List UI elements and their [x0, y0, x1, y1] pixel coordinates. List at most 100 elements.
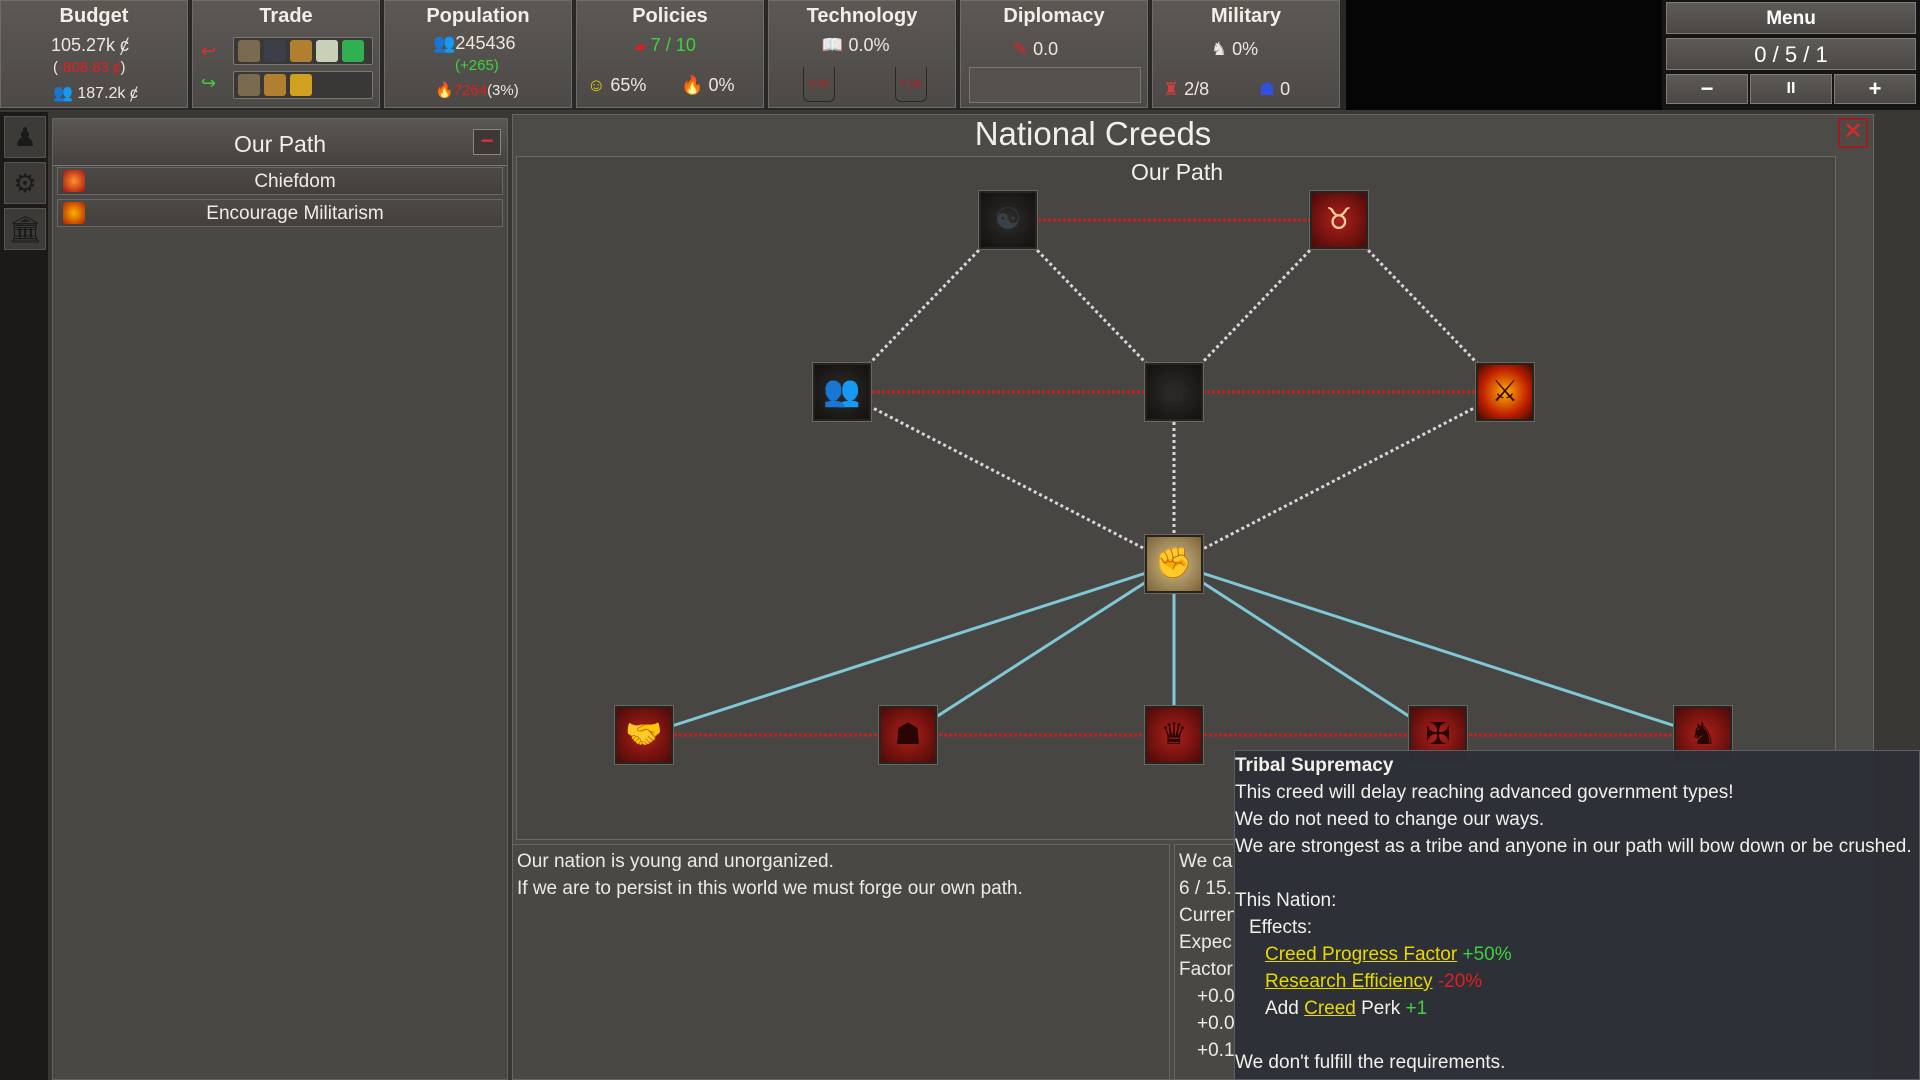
general-icon: ☗: [1259, 79, 1276, 99]
top-bar: Budget 105.27k ȼ (-808.83 ȼ) 👥 187.2k ȼ …: [0, 0, 1346, 110]
diplomacy-panel[interactable]: Diplomacy ✎ 0.0: [960, 0, 1148, 108]
creed-node-bust[interactable]: ☗: [879, 706, 937, 764]
connector-line: [1173, 390, 1506, 566]
people-icon: 👥: [433, 33, 456, 53]
budget-amount: 105.27k ȼ: [51, 35, 130, 55]
connector-line: [841, 390, 1175, 566]
menu-button[interactable]: Menu: [1666, 2, 1916, 34]
export-icon: ↩: [201, 41, 217, 61]
government-building-icon[interactable]: 🏛: [4, 208, 46, 250]
top-bar-filler: [1346, 0, 1662, 110]
creed-link[interactable]: Creed: [1304, 998, 1356, 1019]
military-units: ♜ 2/8: [1163, 79, 1210, 99]
technology-panel[interactable]: Technology 📖 0.0% 0.9k 0.9k: [768, 0, 956, 108]
book-icon: 📖: [821, 35, 844, 55]
trade-export-row[interactable]: [233, 37, 373, 65]
budget-panel[interactable]: Budget 105.27k ȼ (-808.83 ȼ) 👥 187.2k ȼ: [0, 0, 188, 108]
policies-panel[interactable]: Policies ▰ 7 / 10 ☺ 65% 🔥 0%: [576, 0, 764, 108]
creed-node-horned-helmet[interactable]: ♉: [1310, 191, 1368, 249]
crossed-swords-icon: [63, 202, 85, 224]
tooltip-requirement: We don't fulfill the requirements.: [1235, 1052, 1506, 1073]
policy-icon: ▰: [635, 38, 646, 54]
people-icon: 👥: [53, 85, 73, 102]
chiefdom-icon: [63, 170, 85, 192]
military-panel[interactable]: Military ♞ 0% ♜ 2/8 ☗ 0: [1152, 0, 1340, 108]
trade-panel[interactable]: Trade ↩ ↪: [192, 0, 380, 108]
military-title: Military: [1210, 5, 1282, 27]
wheat-resource-icon: [264, 74, 286, 96]
pyramid-icon: ▲: [1159, 375, 1189, 408]
trade-title: Trade: [259, 5, 313, 27]
tooltip-effects-label: Effects:: [1249, 917, 1313, 938]
technology-value: 📖 0.0%: [821, 35, 890, 55]
creed-node-pyramid[interactable]: ▲: [1145, 363, 1203, 421]
gear-icon[interactable]: ⚙: [4, 162, 46, 204]
progress-value: +0.1: [1197, 1040, 1235, 1061]
tooltip-warning: This creed will delay reaching advanced …: [1235, 782, 1734, 803]
tech-slot-right[interactable]: 0.9k: [895, 67, 927, 102]
speed-increase-button[interactable]: +: [1834, 74, 1916, 104]
creed-node-crown[interactable]: ♛: [1145, 706, 1203, 764]
diplomacy-title: Diplomacy: [1003, 5, 1105, 27]
tooltip-line: We are strongest as a tribe and anyone i…: [1235, 836, 1912, 857]
research-efficiency-link[interactable]: Research Efficiency: [1265, 971, 1433, 992]
tooltip-title: Tribal Supremacy: [1235, 755, 1394, 776]
eagle-icon: ✠: [1425, 718, 1451, 751]
connector-line: [907, 562, 1175, 737]
pause-button[interactable]: II: [1750, 74, 1832, 104]
unit-icon: ♜: [1163, 79, 1180, 99]
collapse-button[interactable]: −: [473, 129, 501, 155]
wheat-resource-icon: [290, 40, 312, 62]
tooltip-effect: Creed Progress Factor +50%: [1265, 944, 1512, 965]
list-item-encourage-militarism[interactable]: Encourage Militarism: [57, 199, 503, 227]
progress-value: +0.0: [1197, 986, 1235, 1007]
budget-change: (-808.83 ȼ): [53, 59, 126, 76]
military-pct: ♞ 0%: [1211, 39, 1259, 59]
diplomacy-slot[interactable]: [969, 67, 1141, 103]
creed-node-handshake[interactable]: 🤝: [615, 706, 673, 764]
menu-panel: Menu 0 / 5 / 1 − II +: [1662, 0, 1920, 110]
yin-yang-icon: ☯: [994, 203, 1022, 236]
horse-resource-icon: [238, 40, 260, 62]
quill-icon: ✎: [1013, 39, 1029, 59]
soldier-icon: ♞: [1211, 39, 1228, 59]
horned-helmet-icon: ♉: [1325, 203, 1353, 236]
creed-progress-factor-link[interactable]: Creed Progress Factor: [1265, 944, 1458, 965]
speed-decrease-button[interactable]: −: [1666, 74, 1748, 104]
policies-title: Policies: [632, 5, 708, 27]
description-line: If we are to persist in this world we mu…: [517, 878, 1023, 899]
bust-icon: ☗: [894, 718, 922, 751]
list-item-chiefdom[interactable]: Chiefdom: [57, 167, 503, 195]
population-title: Population: [426, 5, 530, 27]
connector-line: [1173, 562, 1704, 737]
population-unrest: 🔥7264(3%): [435, 82, 519, 99]
policies-count: ▰ 7 / 10: [635, 35, 696, 55]
tooltip-nation-label: This Nation:: [1235, 890, 1337, 911]
creed-node-yin-yang[interactable]: ☯: [979, 191, 1037, 249]
import-icon: ↪: [201, 73, 217, 93]
creed-node-tribal-supremacy[interactable]: ✊: [1145, 535, 1203, 593]
tech-slot-left[interactable]: 0.9k: [803, 67, 835, 102]
tooltip-effect: Add Creed Perk +1: [1265, 998, 1428, 1019]
creed-tooltip: Tribal Supremacy This creed will delay r…: [1234, 750, 1920, 1080]
creeds-window-title: National Creeds: [974, 115, 1212, 152]
our-path-list-header: Our Path −: [53, 119, 507, 166]
game-speed-display: 0 / 5 / 1: [1666, 38, 1916, 70]
progress-line: Curren: [1179, 905, 1238, 926]
trade-import-row[interactable]: [233, 71, 373, 99]
budget-title: Budget: [59, 5, 129, 27]
population-total: 👥245436: [433, 33, 516, 53]
nation-icon[interactable]: ♟: [4, 116, 46, 158]
progress-line: Factor: [1179, 959, 1233, 980]
progress-value: +0.0: [1197, 1013, 1235, 1034]
creed-node-people[interactable]: 👥: [813, 363, 871, 421]
close-button[interactable]: ✕: [1838, 118, 1868, 148]
creed-description-panel: Our nation is young and unorganized. If …: [512, 844, 1170, 1080]
crossed-swords-icon: ⚔: [1491, 375, 1519, 408]
our-path-list-title: Our Path: [233, 131, 327, 157]
policies-fire: 🔥 0%: [681, 75, 735, 95]
population-panel[interactable]: Population 👥245436 (+265) 🔥7264(3%): [384, 0, 572, 108]
connector-line: [1173, 562, 1439, 737]
creed-node-crossed-swords[interactable]: ⚔: [1476, 363, 1534, 421]
policies-happiness: ☺ 65%: [587, 75, 647, 95]
